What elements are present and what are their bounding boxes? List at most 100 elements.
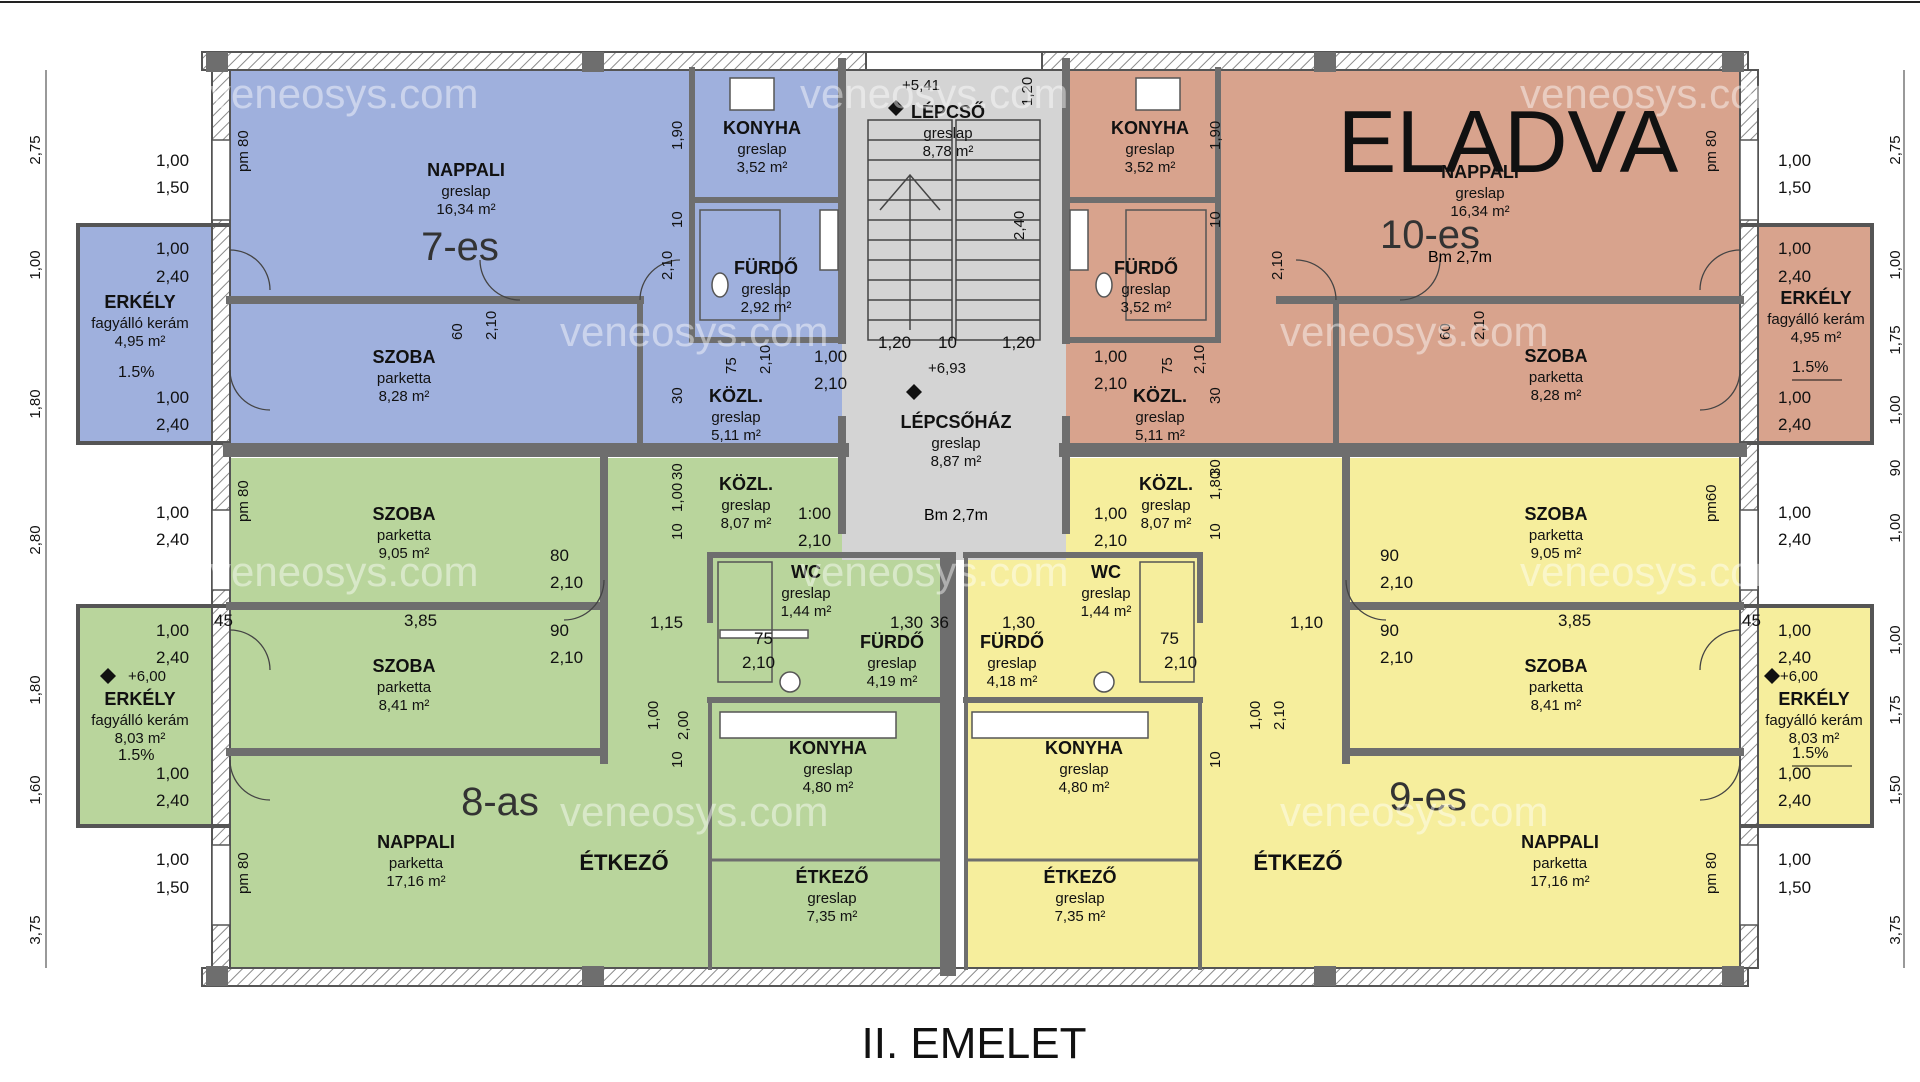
room-floor: parketta [1529,679,1584,696]
dimension-label: 1,00 [1778,503,1811,522]
stairwell-height-note: Bm 2,7m [924,507,988,524]
side-dimension-left: 1,60 [27,775,44,804]
room-floor: greslap [1141,497,1190,514]
room-area: 5,11 m² [1135,427,1185,444]
windows [211,139,1759,926]
dimension-label: 2,10 [1380,573,1413,592]
dimension-label: 45 [1742,611,1761,630]
room-floor: greslap [1455,185,1504,202]
apartment-label-8: 8-as [461,780,539,824]
apartment-labels: 7-es 10-es 8-as 9-es [421,213,1480,824]
apartment-label-7: 7-es [421,225,499,269]
dimension-label: 80 [550,546,569,565]
dimension-label: 1:00 [798,504,831,523]
dimension-label: 1,00 [1094,347,1127,366]
dimension-label: 45 [214,611,233,630]
dimension-label-vertical: 10 [1207,751,1224,768]
room-area: 8,07 m² [1141,515,1192,532]
dimension-label: 1,30 [890,613,923,632]
dimension-label: 3,85 [404,611,437,630]
dimension-label-vertical: 1,20 [1019,77,1036,106]
room-area: 4,18 m² [987,673,1038,690]
room-name: SZOBA [373,504,436,524]
dimension-label-vertical: 1,00 [669,483,686,512]
room-area: 9,05 m² [1531,545,1582,562]
dimension-label: 2,40 [1778,791,1811,810]
room-floor: parketta [1529,527,1584,544]
side-dimension-right: 1,75 [1887,325,1904,354]
room-floor: fagyálló kerám [1767,311,1865,328]
room-area: 4,95 m² [115,333,166,350]
dimension-label: 1,10 [1290,613,1323,632]
dimension-label: 2,40 [1778,267,1811,286]
dimension-label: 1,50 [156,178,189,197]
room-floor: greslap [781,585,830,602]
fixtures [699,77,1207,739]
room-name: FÜRDŐ [860,631,924,652]
dimension-label-vertical: 10 [1207,523,1224,540]
side-dimension-right: 1,00 [1887,250,1904,279]
slope-labels: 1.5% 1.5% 1.5% 1.5% [118,359,1852,767]
dimension-label: 1,50 [1778,178,1811,197]
room-name: ÉTKEZŐ [1043,866,1116,887]
dimension-label: 3,85 [1558,611,1591,630]
stair-top-elevation: +5,41 [902,77,940,94]
dimension-label: 1,50 [156,878,189,897]
dimension-label: 1,00 [156,503,189,522]
room-area: 17,16 m² [386,873,445,890]
dimension-label: 1,00 [1094,504,1127,523]
dimension-label-vertical: pm 80 [1703,130,1720,172]
dimension-label-vertical: 2,10 [1471,311,1488,340]
landing-elevation: +6,93 [928,360,966,377]
dimension-label: 2,40 [1778,415,1811,434]
side-dimension-right: 90 [1887,460,1904,477]
elevation-markers [100,100,1780,684]
dimension-label: 2,10 [1380,648,1413,667]
room-name: WC [1091,562,1121,582]
room-floor: parketta [1529,369,1584,386]
dimension-label: 75 [754,629,773,648]
dimension-label-vertical: 30 [669,387,686,404]
dimension-label-vertical: 2,10 [1269,251,1286,280]
room-floor: fagyálló kerám [91,315,189,332]
room-floor: greslap [711,409,760,426]
room-name: FÜRDŐ [1114,257,1178,278]
room-floor: greslap [1055,890,1104,907]
room-name: SZOBA [1525,346,1588,366]
dimension-label: 2,40 [1778,530,1811,549]
room-area: 4,80 m² [803,779,854,796]
dimension-label: 1,00 [156,621,189,640]
dimension-label: 2,40 [156,530,189,549]
dimension-label: 2,40 [1778,648,1811,667]
dimension-label: 75 [1160,629,1179,648]
room-floor: greslap [441,183,490,200]
dimension-label-vertical: 10 [1207,211,1224,228]
window-dimensions: 1,00 1,50 1,00 1,50 1,00 2,40 1,00 2,40 1,00 2,40… [156,77,1811,897]
room-name: ÉTKEZŐ [795,866,868,887]
room-area: 4,80 m² [1059,779,1110,796]
dimension-label: 90 [1380,621,1399,640]
dimension-label: 1,00 [814,347,847,366]
room-floor: greslap [1059,761,1108,778]
watermark-10: veneosys.com [1280,788,1548,835]
room-name: LÉPCSŐHÁZ [900,411,1011,432]
room-area: 3,52 m² [1121,299,1172,316]
dimension-label: 90 [550,621,569,640]
dimension-label: 1,30 [1002,613,1035,632]
dimension-label: 90 [1380,546,1399,565]
